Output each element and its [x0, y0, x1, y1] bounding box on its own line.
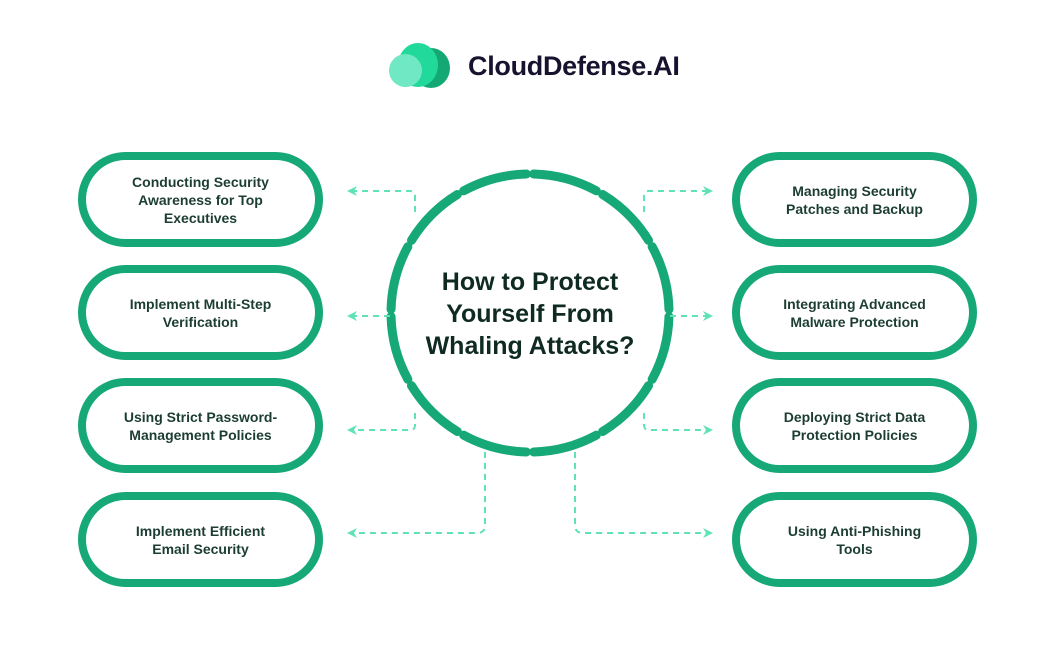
logo-circle-front: [389, 54, 422, 87]
ring-segment: [598, 189, 654, 245]
strategy-card-label: Implement Multi-Step Verification: [129, 295, 272, 330]
strategy-card-data-protection: Deploying Strict Data Protection Policie…: [732, 378, 977, 473]
strategy-card-label: Integrating Advanced Malware Protection: [783, 295, 926, 330]
strategy-card-label: Implement Efficient Email Security: [135, 522, 266, 557]
strategy-card-label: Conducting Security Awareness for Top Ex…: [132, 173, 269, 226]
strategy-card-password-policies: Using Strict Password-Management Policie…: [78, 378, 323, 473]
cloud-logo-icon: [388, 43, 450, 89]
brand-logo: CloudDefense.AI: [388, 42, 680, 90]
strategy-card-label: Managing Security Patches and Backup: [786, 182, 923, 217]
connector-right-4: [574, 452, 713, 538]
strategy-card-anti-phishing: Using Anti-Phishing Tools: [732, 492, 977, 587]
ring-segment: [459, 430, 531, 457]
strategy-card-label: Using Strict Password-Management Policie…: [123, 408, 278, 443]
ring-segment: [647, 312, 674, 384]
strategy-card-email-security: Implement Efficient Email Security: [78, 492, 323, 587]
connector-left-4: [347, 452, 486, 538]
connector-right-1: [643, 186, 713, 212]
center-ring: [386, 169, 674, 457]
strategy-card-label: Using Anti-Phishing Tools: [787, 522, 922, 557]
strategy-card-security-awareness: Conducting Security Awareness for Top Ex…: [78, 152, 323, 247]
ring-segment: [406, 381, 462, 437]
strategy-card-patches-backup: Managing Security Patches and Backup: [732, 152, 977, 247]
strategy-card-multi-step-verification: Implement Multi-Step Verification: [78, 265, 323, 360]
connector-right-3: [643, 413, 713, 435]
ring-segment: [459, 169, 531, 196]
ring-segment: [406, 189, 462, 245]
strategy-card-malware-protection: Integrating Advanced Malware Protection: [732, 265, 977, 360]
ring-segment: [598, 381, 654, 437]
connector-left-1: [347, 186, 416, 212]
ring-segment: [529, 169, 601, 196]
ring-segment: [386, 242, 413, 314]
center-title: How to Protect Yourself From Whaling Att…: [425, 268, 635, 360]
connector-left-3: [347, 413, 416, 435]
ring-segment: [529, 430, 601, 457]
ring-segment: [647, 242, 674, 314]
brand-name: CloudDefense.AI: [468, 50, 680, 81]
strategy-card-label: Deploying Strict Data Protection Policie…: [783, 408, 926, 443]
ring-segment: [386, 312, 413, 384]
